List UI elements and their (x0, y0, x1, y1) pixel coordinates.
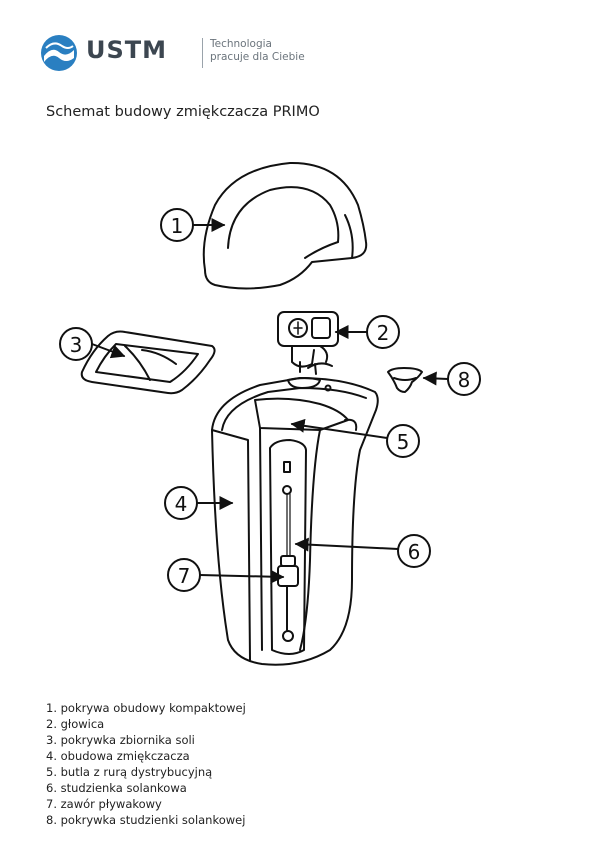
arrow-6 (294, 537, 399, 552)
header: USTM Technologia pracuje dla Ciebie (40, 30, 305, 76)
tagline: Technologia pracuje dla Ciebie (210, 38, 320, 64)
page-title: Schemat budowy zmiękczacza PRIMO (46, 104, 320, 120)
callout-number-8: 8 (458, 368, 471, 392)
callout-number-3: 3 (70, 333, 83, 357)
tagline-line-1: Technologia (210, 38, 272, 50)
arrow-5 (290, 418, 388, 439)
callout-number-6: 6 (408, 540, 421, 564)
legend-item-6: 6. studzienka solankowa (46, 781, 187, 795)
callout-number-1: 1 (171, 214, 184, 238)
callout-number-2: 2 (377, 321, 390, 345)
callout-number-5: 5 (397, 430, 410, 454)
brine-well-part (269, 439, 307, 655)
callout-circle-6 (397, 534, 431, 568)
housing-cover-part (202, 161, 368, 290)
softener-housing-part (211, 377, 379, 666)
logo-separator (202, 38, 203, 68)
callout-number-4: 4 (175, 492, 188, 516)
legend-item-7: 7. zawór pływakowy (46, 797, 162, 811)
legend-item-4: 4. obudowa zmiękczacza (46, 749, 190, 763)
callout-circle-5 (386, 424, 420, 458)
ustm-logo-icon (41, 35, 77, 71)
legend-item-5: 5. butla z rurą dystrybucyjną (46, 765, 213, 779)
brine-well-lid-part (387, 367, 423, 393)
brand-name: USTM (86, 36, 168, 64)
legend-item-2: 2. głowica (46, 717, 105, 731)
callout-number-7: 7 (178, 564, 191, 588)
control-head-part (277, 311, 339, 375)
salt-tank-lid-part (80, 330, 216, 395)
tagline-line-2: pracuje dla Ciebie (210, 51, 305, 63)
legend-item-1: 1. pokrywa obudowy kompaktowej (46, 701, 246, 715)
legend-item-3: 3. pokrywka zbiornika soli (46, 733, 195, 747)
legend-item-8: 8. pokrywka studzienki solankowej (46, 813, 246, 827)
arrow-3 (91, 343, 126, 359)
legend-list: 1. pokrywa obudowy kompaktowej 2. głowic… (46, 700, 246, 828)
arrow-7 (199, 569, 285, 584)
arrow-8 (422, 371, 449, 386)
